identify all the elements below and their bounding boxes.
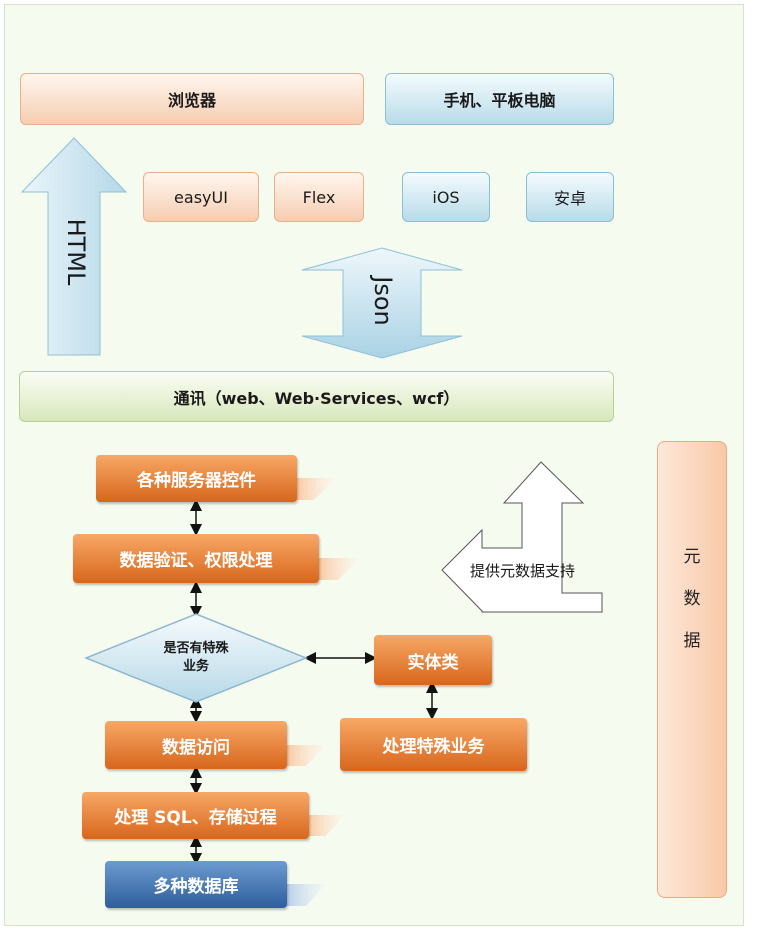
- server-controls-label: 各种服务器控件: [137, 471, 256, 491]
- ios-box: iOS: [402, 172, 490, 222]
- metadata-support-arrow-shape: [441, 461, 603, 613]
- communication-label: 通讯（web、Web·Services、wcf）: [173, 388, 460, 408]
- decision-label: 是否有特殊 业务: [140, 640, 252, 676]
- special-business-box: 处理特殊业务: [340, 718, 527, 771]
- html-arrow-label: HTML: [62, 218, 90, 286]
- ios-label: iOS: [432, 187, 460, 207]
- validation-label: 数据验证、权限处理: [119, 551, 273, 571]
- easyui-label: easyUI: [174, 187, 228, 207]
- mobile-box: 手机、平板电脑: [385, 73, 614, 125]
- html-arrow-shape: [20, 137, 128, 356]
- decision-label-line1: 是否有特殊: [163, 641, 229, 656]
- json-arrow-label: Json: [369, 276, 397, 326]
- databases-box: 多种数据库: [105, 861, 287, 908]
- box-shadow: [286, 745, 326, 766]
- android-box: 安卓: [526, 172, 614, 222]
- metadata-char-2: 数: [683, 589, 701, 609]
- metadata-char-3: 据: [683, 631, 701, 651]
- flex-label: Flex: [302, 187, 336, 207]
- metadata-column: 元 数 据: [657, 441, 727, 898]
- flex-box: Flex: [274, 172, 364, 222]
- box-shadow: [296, 478, 336, 500]
- box-shadow: [286, 884, 326, 906]
- android-label: 安卓: [553, 189, 586, 208]
- sql-box: 处理 SQL、存储过程: [82, 792, 309, 839]
- communication-box: 通讯（web、Web·Services、wcf）: [19, 371, 614, 422]
- entity-label: 实体类: [407, 652, 459, 673]
- metadata-char-1: 元: [683, 547, 701, 567]
- box-shadow: [308, 815, 344, 836]
- data-access-label: 数据访问: [162, 737, 230, 758]
- metadata-support-label: 提供元数据支持: [470, 562, 576, 580]
- sql-label: 处理 SQL、存储过程: [114, 808, 277, 828]
- server-controls-box: 各种服务器控件: [96, 455, 297, 502]
- mobile-label: 手机、平板电脑: [443, 91, 556, 110]
- box-shadow: [318, 558, 360, 580]
- browser-label: 浏览器: [167, 91, 216, 110]
- databases-label: 多种数据库: [153, 877, 239, 897]
- validation-box: 数据验证、权限处理: [73, 534, 319, 583]
- easyui-box: easyUI: [143, 172, 259, 222]
- browser-box: 浏览器: [20, 73, 364, 125]
- json-arrow-shape: [301, 247, 463, 359]
- entity-box: 实体类: [374, 635, 492, 685]
- decision-diamond: [83, 613, 309, 703]
- special-business-label: 处理特殊业务: [382, 737, 485, 757]
- data-access-box: 数据访问: [105, 721, 287, 769]
- decision-label-line2: 业务: [182, 659, 209, 674]
